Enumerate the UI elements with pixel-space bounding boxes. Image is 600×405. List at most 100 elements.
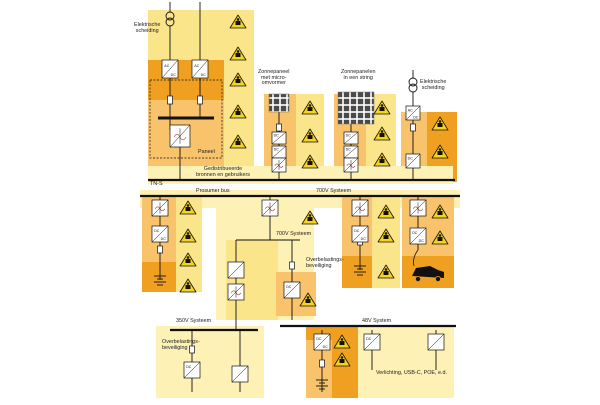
warning-triangle-icon (179, 200, 197, 215)
svg-text:DC: DC (154, 229, 160, 233)
warning-triangle-icon (373, 152, 391, 167)
converter-20: DC (283, 281, 301, 299)
warning-triangle-icon (333, 352, 351, 367)
warning-triangle-icon (333, 334, 351, 349)
warning-triangle-icon (431, 116, 449, 131)
converter-18 (227, 261, 245, 279)
warning-triangle-icon (229, 14, 247, 29)
buses (140, 116, 460, 332)
warning-triangle-icon (301, 128, 319, 143)
battery-icons (154, 265, 366, 390)
warning-triangle-icon (179, 278, 197, 293)
converter-1: AC DC (191, 59, 209, 79)
electric-car-icon (412, 249, 444, 282)
warning-triangle-icon (301, 154, 319, 169)
svg-text:DC: DC (171, 73, 177, 77)
warning-triangle-icon (373, 100, 391, 115)
label-700v-mid: 700V Systeem (276, 231, 312, 237)
inverter-13 (261, 199, 279, 217)
warnings (179, 14, 449, 367)
warning-triangle-icon (431, 204, 449, 219)
warning-triangle-icon (377, 228, 395, 243)
warning-triangle-icon (299, 292, 317, 307)
label-pv-string: Zonnepanelen in een string (341, 69, 376, 81)
warning-triangle-icon (373, 126, 391, 141)
label-tn-s: TN-S (150, 181, 163, 187)
inverter-5 (271, 157, 287, 173)
converter-4: DC (271, 145, 287, 159)
fuses (157, 95, 416, 368)
svg-text:DC: DC (361, 237, 367, 241)
converter-7: DC (343, 145, 359, 159)
warning-triangle-icon (377, 204, 395, 219)
label-isolation-left: Elektrische scheiding (134, 22, 161, 34)
converter-21: DC (183, 361, 201, 379)
warning-triangle-icon (229, 134, 247, 149)
label-overload-low: Overbelastings- beveiliging (162, 339, 200, 351)
svg-text:DC: DC (408, 156, 414, 160)
inverter-11 (151, 199, 169, 217)
svg-text:DC: DC (419, 239, 425, 243)
label-distributed: Gedistribueerde bronnen en gebruikers (196, 166, 250, 178)
svg-text:DC: DC (354, 229, 360, 233)
converter-0: AC DC (161, 59, 179, 79)
zone-700v-branch (226, 240, 278, 320)
converter-22 (231, 365, 249, 383)
warning-triangle-icon (377, 264, 395, 279)
label-700v-top: 700V Systeem (316, 188, 352, 194)
label-48v: 48V System (362, 318, 392, 324)
converter-24: DC (363, 333, 381, 351)
svg-text:DC: DC (412, 231, 418, 235)
label-overload-mid: Overbelastings- beveiliging (306, 257, 344, 269)
converter-3: DC (271, 131, 287, 145)
inverter-19 (227, 283, 245, 301)
svg-text:DC: DC (201, 73, 207, 77)
zone-distributed-band (148, 166, 453, 184)
label-pv-micro: Zonnepaneel met micro- omvormer (258, 69, 290, 87)
warning-triangle-icon (179, 252, 197, 267)
zone-350v (156, 326, 264, 398)
solar-panels-string (337, 91, 375, 125)
inverter-14 (351, 199, 369, 217)
label-prosumer-bus: Prosumer bus (196, 188, 230, 194)
svg-text:DC: DC (346, 148, 352, 152)
svg-text:DC: DC (186, 365, 192, 369)
warning-triangle-icon (179, 228, 197, 243)
svg-text:DC: DC (323, 345, 329, 349)
warning-triangle-icon (301, 210, 319, 225)
svg-text:DC: DC (316, 337, 322, 341)
svg-text:DC: DC (413, 115, 419, 119)
warning-triangle-icon (229, 104, 247, 119)
svg-text:DC: DC (274, 148, 280, 152)
grid-connection-left (165, 2, 201, 36)
svg-text:AC: AC (164, 64, 169, 68)
inverter-8 (343, 157, 359, 173)
svg-text:AC: AC (408, 108, 413, 112)
label-isolation-right: Elektrische scheiding (420, 79, 447, 91)
zone-left-grid (148, 10, 226, 60)
warning-triangle-icon (301, 100, 319, 115)
panel-dashed-outline (149, 79, 223, 159)
svg-text:AC: AC (194, 64, 199, 68)
svg-text:DC: DC (161, 237, 167, 241)
warning-triangle-icon (229, 72, 247, 87)
svg-text:DC: DC (286, 285, 292, 289)
inverter-2 (169, 124, 191, 148)
svg-text:DC: DC (366, 337, 372, 341)
converter-10: DC (405, 153, 421, 169)
converter-6: DC (343, 131, 359, 145)
inverter-16 (409, 199, 427, 217)
warning-triangle-icon (431, 230, 449, 245)
svg-text:DC: DC (346, 134, 352, 138)
label-panel: Paneel (198, 149, 215, 155)
warning-triangle-icon (431, 144, 449, 159)
converters: ACDCACDCDCDCDCDCACDCDCDCDCDCDCDCDCDCDCDC… (151, 59, 445, 383)
converter-25 (427, 333, 445, 351)
svg-text:DC: DC (274, 134, 280, 138)
